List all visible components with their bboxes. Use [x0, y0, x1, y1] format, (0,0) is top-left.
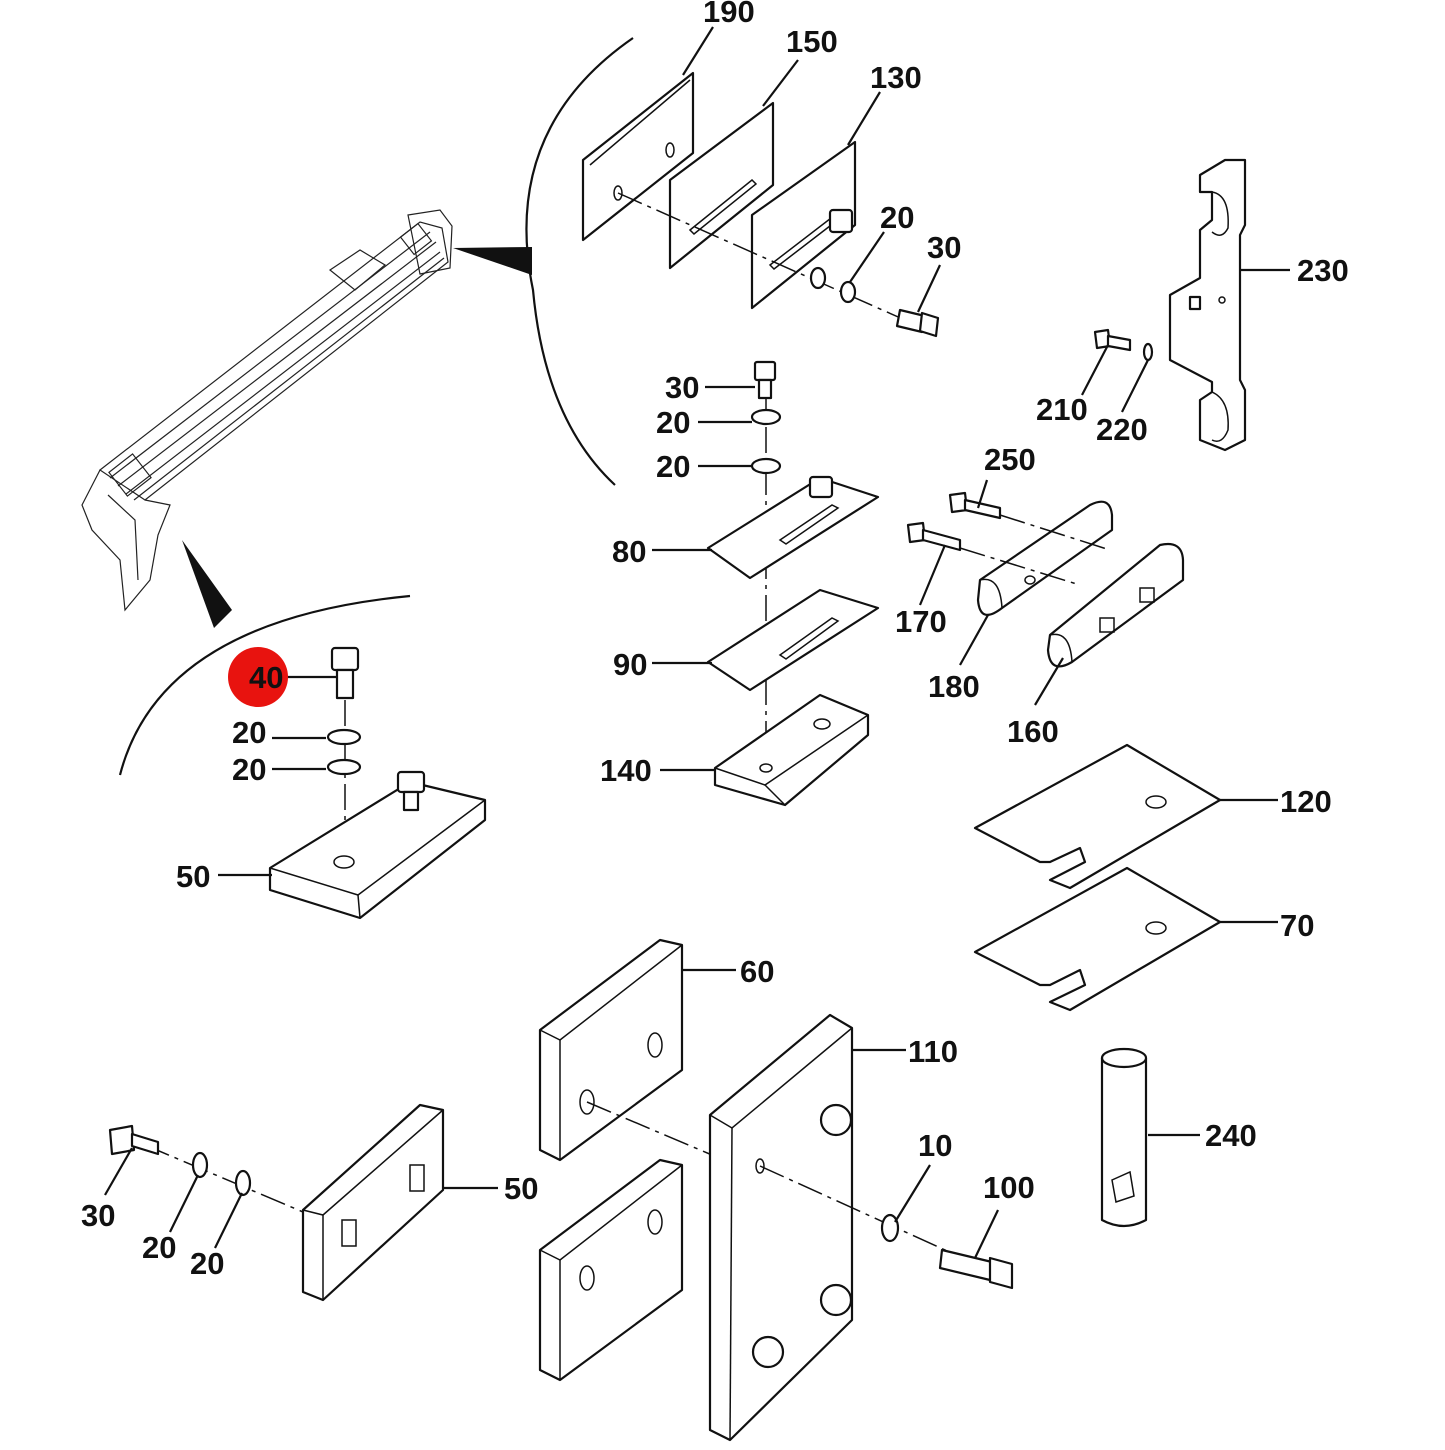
callout-50[interactable]: 50 — [176, 859, 210, 894]
callout-190[interactable]: 190 — [703, 0, 755, 29]
bolt-250 — [948, 491, 1002, 520]
callout-20[interactable]: 20 — [880, 200, 914, 235]
wear-pad-60-lower — [538, 1158, 684, 1382]
highlight-marker — [228, 647, 288, 707]
callout-30[interactable]: 30 — [927, 230, 961, 265]
bracket-230 — [1168, 158, 1247, 452]
callout-10[interactable]: 10 — [918, 1128, 952, 1163]
plate-140 — [713, 693, 870, 807]
plate-110 — [708, 1013, 854, 1442]
plate-50-bottom — [301, 1103, 445, 1302]
callout-220[interactable]: 220 — [1096, 412, 1148, 447]
callout-20[interactable]: 20 — [656, 405, 690, 440]
pin-240 — [1100, 1047, 1148, 1228]
plate-190 — [581, 71, 695, 242]
detail-arcs — [118, 37, 634, 776]
callout-240[interactable]: 240 — [1205, 1118, 1257, 1153]
callout-130[interactable]: 130 — [870, 60, 922, 95]
callout-170[interactable]: 170 — [895, 604, 947, 639]
callout-100[interactable]: 100 — [983, 1170, 1035, 1205]
callout-20[interactable]: 20 — [656, 449, 690, 484]
bolt-30-center — [753, 360, 777, 400]
callout-20[interactable]: 20 — [232, 715, 266, 750]
callout-50[interactable]: 50 — [504, 1171, 538, 1206]
callout-20[interactable]: 20 — [190, 1246, 224, 1281]
shim-130 — [750, 140, 857, 310]
callout-120[interactable]: 120 — [1280, 784, 1332, 819]
callout-180[interactable]: 180 — [928, 669, 980, 704]
callout-40[interactable]: 40 — [249, 660, 283, 695]
wear-pad-60-upper — [538, 938, 684, 1162]
shim-120 — [973, 743, 1222, 890]
callout-160[interactable]: 160 — [1007, 714, 1059, 749]
callout-70[interactable]: 70 — [1280, 908, 1314, 943]
bolt-30-bottom — [108, 1124, 160, 1156]
shim-70 — [973, 866, 1222, 1012]
callout-80[interactable]: 80 — [612, 534, 646, 569]
callout-150[interactable]: 150 — [786, 24, 838, 59]
link-160 — [1046, 542, 1185, 668]
boom-overview — [81, 209, 453, 612]
link-180 — [976, 500, 1114, 616]
callout-30[interactable]: 30 — [81, 1198, 115, 1233]
bolt-170 — [906, 521, 962, 552]
shim-90 — [706, 588, 880, 692]
callout-230[interactable]: 230 — [1297, 253, 1349, 288]
shim-80 — [706, 475, 880, 580]
bolt-30-top — [895, 308, 940, 338]
leader-lines — [104, 26, 1290, 1259]
plate-50-left — [268, 770, 487, 920]
callout-140[interactable]: 140 — [600, 753, 652, 788]
bolt-40 — [330, 646, 360, 700]
callout-labels: 190 150 130 20 30 230 30 20 20 210 220 2… — [81, 0, 1349, 1281]
callout-20[interactable]: 20 — [142, 1230, 176, 1265]
callout-250[interactable]: 250 — [984, 442, 1036, 477]
bolt-210 — [1093, 328, 1132, 352]
callout-110[interactable]: 110 — [908, 1034, 958, 1069]
callout-20[interactable]: 20 — [232, 752, 266, 787]
callout-60[interactable]: 60 — [740, 954, 774, 989]
callout-210[interactable]: 210 — [1036, 392, 1088, 427]
callout-90[interactable]: 90 — [613, 647, 647, 682]
callout-30[interactable]: 30 — [665, 370, 699, 405]
